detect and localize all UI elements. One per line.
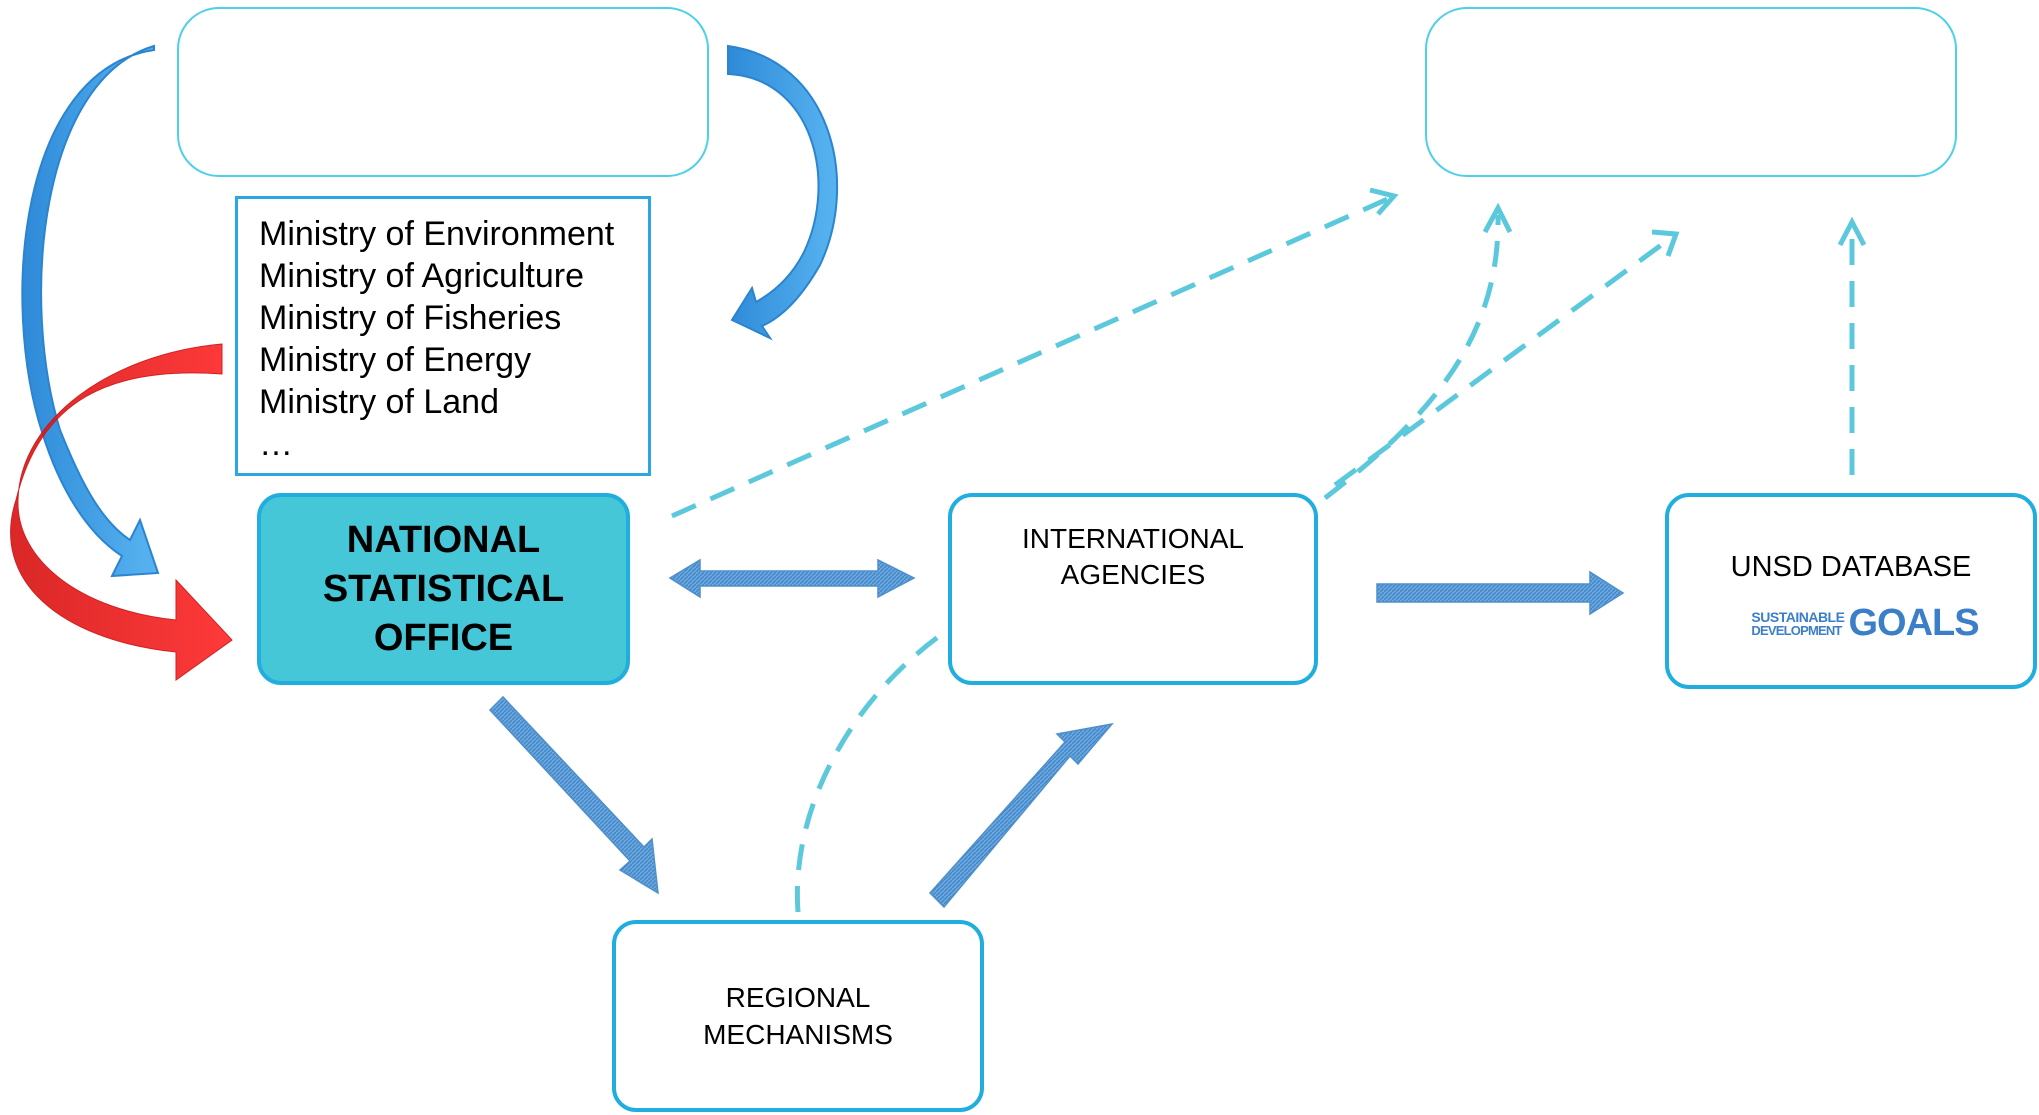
nso-to-users-arrow [670,195,1392,519]
unsd-title: UNSD DATABASE [1730,551,1972,583]
regional-label-line: REGIONAL [725,982,871,1013]
sdg-logo-line2: DEVELOPMENT [1751,622,1842,638]
sdg-wordmark: SUSTAINABLE DEVELOPMENT GOALS [1751,602,1979,645]
ministry-item: Ministry of Fisheries [259,299,562,337]
ministry-item-ellipsis: … [259,425,293,463]
data-users-box [1425,7,1957,177]
sdg-logo-line1: SUSTAINABLE [1751,608,1845,625]
ministry-item: Ministry of Energy [259,341,532,379]
sources-to-nso-arrow [21,44,160,578]
nso-label-line: OFFICE [373,616,514,659]
nso-to-regional-arrow [488,695,659,895]
nso-intl-double-arrow [668,558,916,599]
intl-label-line: AGENCIES [1060,559,1206,590]
ministry-item: Ministry of Environment [259,215,615,253]
nso-label-line: STATISTICAL [322,567,565,610]
international-agencies-box: INTERNATIONAL AGENCIES [948,493,1318,685]
dissemination-arrowheads [1369,187,1867,257]
national-statistical-office-box: NATIONAL STATISTICAL OFFICE [257,493,630,685]
unsd-database-box: UNSD DATABASE SUSTAINABLE DEVELOPMENT GO… [1665,493,2037,689]
ministries-list-box: Ministry of Environment Ministry of Agri… [235,196,651,476]
intl-to-users-arrow-1 [1323,214,1501,500]
ministries-to-nso-arrow [10,343,233,681]
ministry-item: Ministry of Land [259,383,499,421]
dissemination-arrows [670,195,1855,913]
intl-to-unsd-arrow [1376,570,1625,616]
regional-to-intl-arrow [928,722,1114,909]
sdg-logo-goals: GOALS [1848,602,1979,644]
ministry-item: Ministry of Agriculture [259,257,584,295]
regional-mechanisms-box: REGIONAL MECHANISMS [612,920,984,1112]
sources-to-ministries-arrow [727,44,839,341]
regional-to-intl-arrow [794,627,950,913]
intl-to-users-arrow-2 [1333,237,1670,488]
intl-label-line: INTERNATIONAL [1022,523,1244,554]
flow-arrows [488,558,1625,909]
regional-label-line: MECHANISMS [703,1019,893,1050]
data-sources-box [177,7,709,177]
nso-label-line: NATIONAL [346,518,541,561]
